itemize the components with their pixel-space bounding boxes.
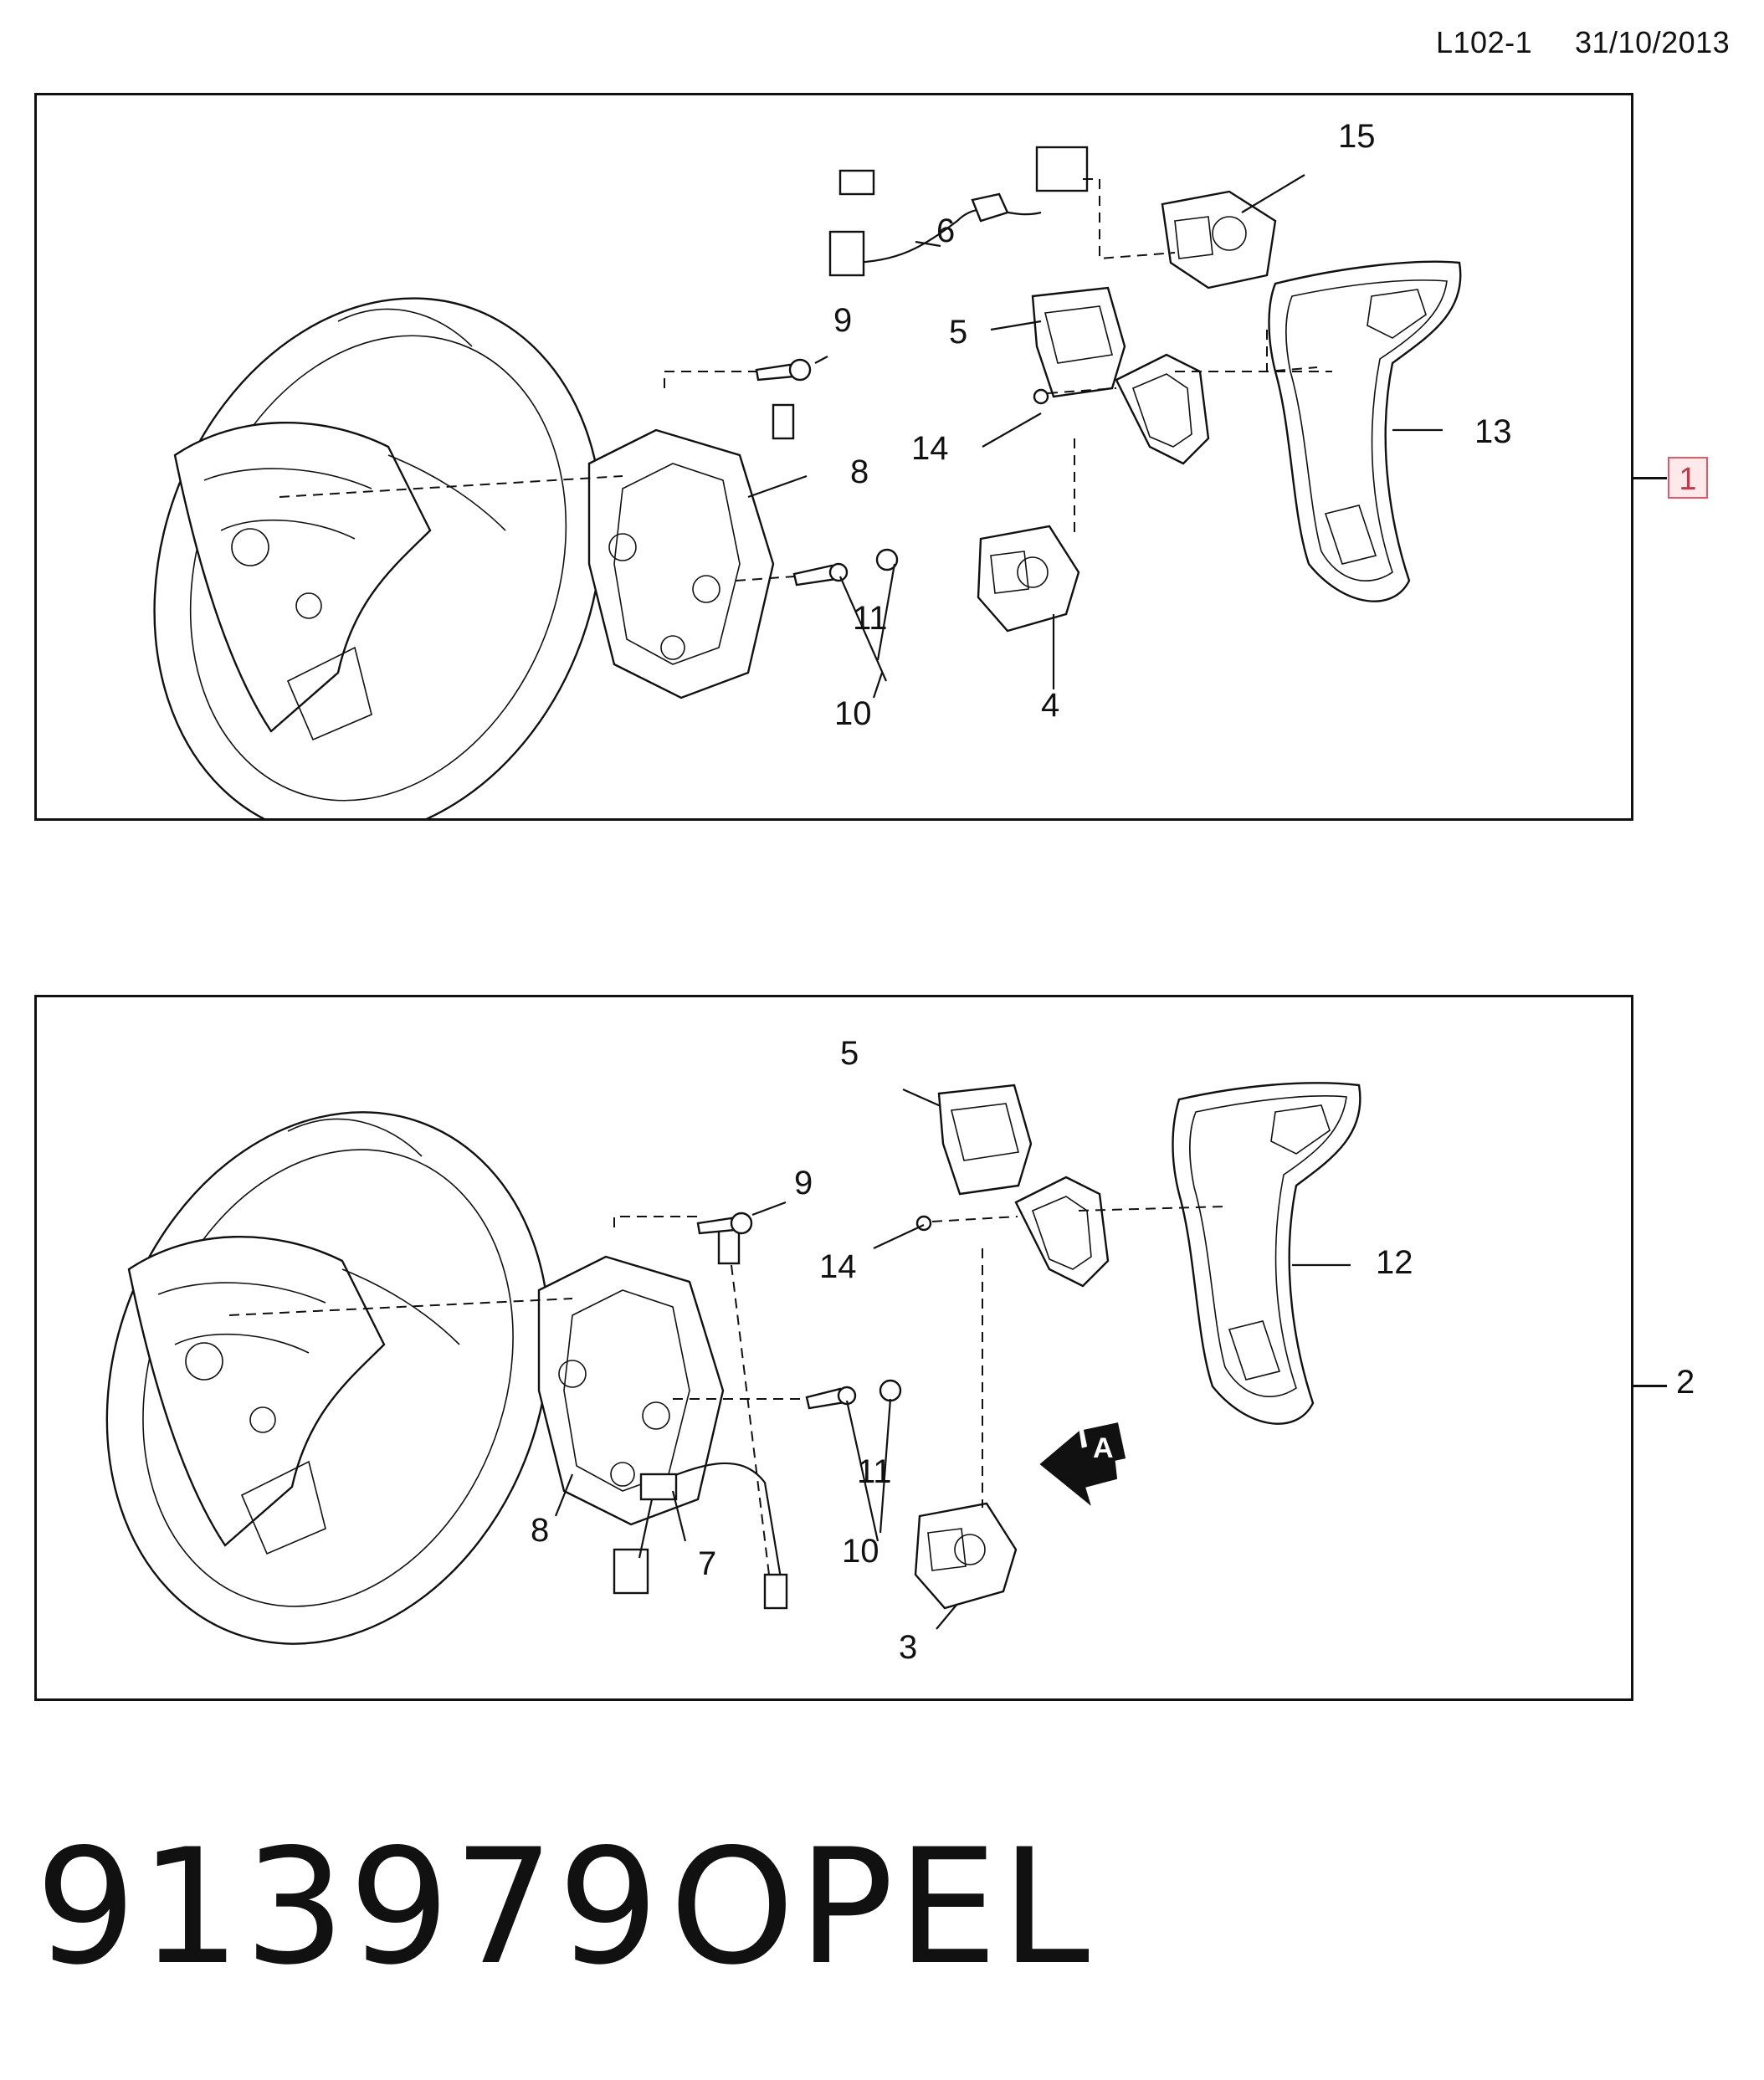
callout-15: 15 xyxy=(1338,118,1376,155)
view-marker-a: A xyxy=(1093,1432,1114,1464)
module-5 xyxy=(937,1084,1033,1196)
exploded-view-drawing-2: A 5 9 14 12 11 8 7 10 3 xyxy=(105,1035,1413,1666)
steering-wheel-cover-12 xyxy=(1172,1082,1361,1425)
callout-10: 10 xyxy=(834,695,872,732)
switch-4 xyxy=(977,525,1080,633)
callout-8: 8 xyxy=(531,1512,549,1549)
nut-11 xyxy=(875,548,899,571)
part-number: 913979 xyxy=(35,1815,663,2000)
callout-14: 14 xyxy=(819,1248,857,1285)
steering-wheel-cover-13 xyxy=(1268,260,1462,602)
screw-10 xyxy=(805,1386,857,1410)
bezel-trim-inner xyxy=(1014,1176,1110,1288)
exploded-view-panel-2: A 5 9 14 12 11 8 7 10 3 xyxy=(34,995,1633,1701)
callout-9: 9 xyxy=(833,302,852,339)
callout-11: 11 xyxy=(857,1453,892,1490)
switch-15 xyxy=(1161,190,1277,289)
view-arrow-a xyxy=(1039,1422,1126,1506)
reference-leader-2 xyxy=(1633,1385,1667,1387)
switch-bracket-8 xyxy=(537,1255,725,1526)
callout-10: 10 xyxy=(842,1533,879,1570)
nut-11 xyxy=(879,1379,902,1402)
bezel-trim-inner xyxy=(1115,353,1210,465)
screw-9 xyxy=(755,358,812,382)
bracket-connector xyxy=(772,403,795,440)
callout-3: 3 xyxy=(899,1629,917,1666)
wiring-harness-6 xyxy=(828,146,1089,277)
callout-13: 13 xyxy=(1474,413,1512,450)
exploded-view-panel-1: 15 6 9 5 14 13 8 11 10 4 xyxy=(34,93,1633,821)
callout-11: 11 xyxy=(853,600,888,637)
callout-5: 5 xyxy=(840,1035,859,1072)
callout-12: 12 xyxy=(1376,1244,1413,1281)
callout-7: 7 xyxy=(698,1545,716,1582)
steering-wheel-1 xyxy=(153,297,603,818)
reference-label-1[interactable]: 1 xyxy=(1668,457,1708,499)
callout-9: 9 xyxy=(794,1165,813,1201)
reference-leader-1 xyxy=(1633,477,1667,479)
steering-wheel-2 xyxy=(105,1111,551,1645)
callout-8: 8 xyxy=(850,453,869,490)
screw-9 xyxy=(696,1212,753,1235)
brand-name: OPEL xyxy=(669,1815,1094,2000)
callout-5: 5 xyxy=(949,314,967,351)
switch-3 xyxy=(914,1502,1018,1610)
screw-10 xyxy=(792,562,849,587)
switch-bracket-8 xyxy=(587,428,775,699)
diagram-date: 31/10/2013 xyxy=(1575,25,1731,59)
screw-14 xyxy=(1033,388,1049,405)
wiring-harness-7 xyxy=(613,1462,788,1610)
callout-4: 4 xyxy=(1041,687,1059,724)
diagram-code: L102-1 xyxy=(1436,25,1533,59)
exploded-view-drawing-1: 15 6 9 5 14 13 8 11 10 4 xyxy=(153,118,1512,818)
reference-label-2[interactable]: 2 xyxy=(1676,1364,1695,1401)
callout-14: 14 xyxy=(911,430,949,467)
module-5 xyxy=(1031,286,1126,398)
callout-6: 6 xyxy=(936,213,955,249)
